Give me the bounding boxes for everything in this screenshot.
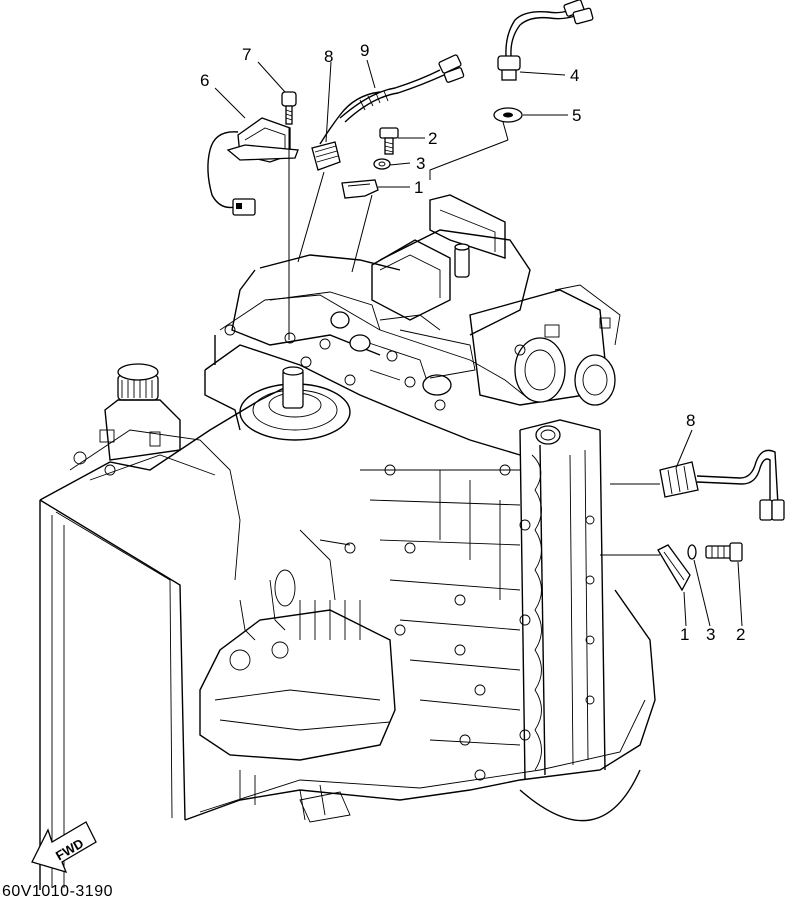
figure-code: 60V1010-3190 xyxy=(2,883,113,899)
leader-lines xyxy=(214,59,743,627)
callout-3-right: 3 xyxy=(706,625,715,644)
part-3-washer-top xyxy=(373,158,391,170)
part-4-temperature-sensor xyxy=(497,0,594,81)
part-8-sender-top xyxy=(311,91,381,171)
part-5-washer xyxy=(493,107,523,123)
part-7-bolt xyxy=(281,91,297,125)
callout-2-right: 2 xyxy=(736,625,745,644)
part-9-wire-harness xyxy=(339,54,465,123)
callout-labels: 6 7 8 9 4 5 2 3 1 8 1 3 2 xyxy=(200,41,745,644)
callout-9-top: 9 xyxy=(360,41,369,60)
engine-block xyxy=(39,254,656,890)
callout-7-top: 7 xyxy=(242,45,251,64)
callout-4-top: 4 xyxy=(570,66,579,85)
part-2-bolt-right xyxy=(705,542,743,562)
callout-1-right: 1 xyxy=(680,625,689,644)
callout-8-right: 8 xyxy=(686,411,695,430)
callout-3-top: 3 xyxy=(416,154,425,173)
part-1-clamp-right xyxy=(657,544,691,592)
part-8-sender-right xyxy=(659,449,785,521)
part-3-washer-right xyxy=(687,544,697,560)
callout-1-top: 1 xyxy=(414,178,423,197)
part-1-clamp-top xyxy=(341,179,379,199)
callout-5-top: 5 xyxy=(572,106,581,125)
callout-8-top: 8 xyxy=(324,47,333,66)
callout-6-top: 6 xyxy=(200,71,209,90)
part-2-bolt-top xyxy=(379,127,399,155)
throttle-body-assembly xyxy=(330,194,621,406)
callout-2-top: 2 xyxy=(428,129,437,148)
part-6-sensor-bracket xyxy=(207,117,299,216)
